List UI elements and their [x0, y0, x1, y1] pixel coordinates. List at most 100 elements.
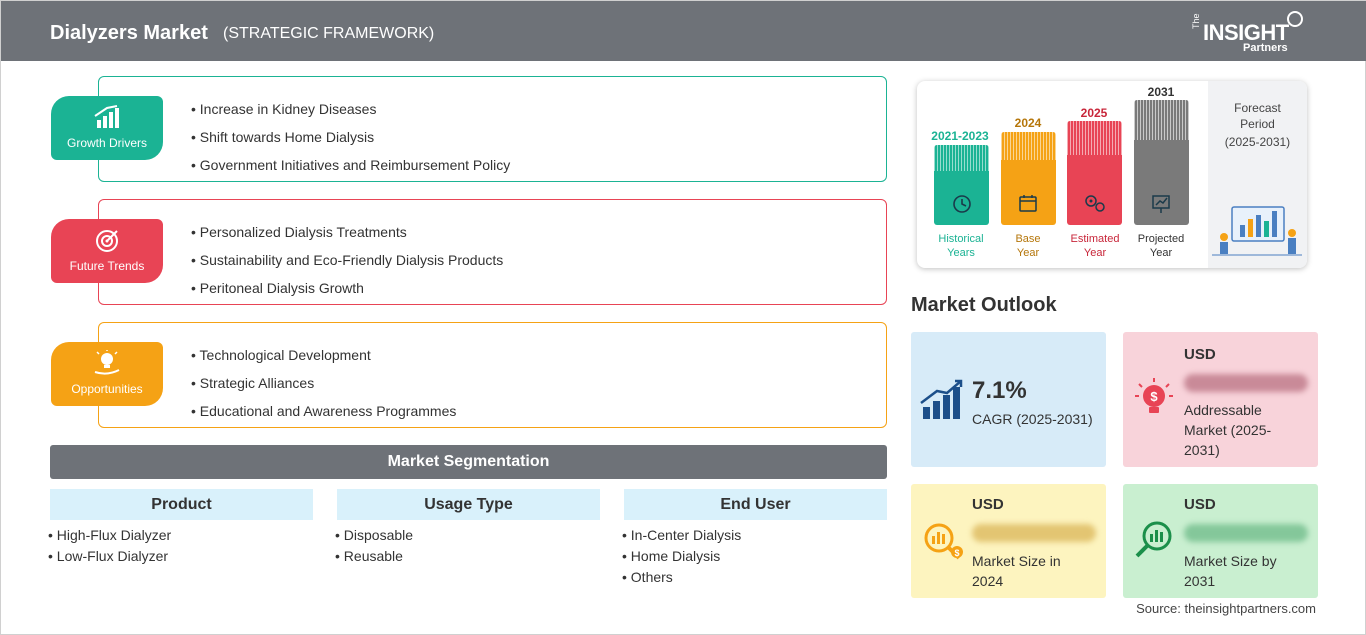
- period-bar: [1067, 121, 1122, 225]
- segment-list-product: High-Flux Dialyzer Low-Flux Dialyzer: [48, 525, 171, 567]
- future-trends-box: Personalized Dialysis Treatments Sustain…: [98, 199, 887, 305]
- future-trends-badge: Future Trends: [51, 219, 163, 283]
- list-item: Disposable: [335, 525, 413, 546]
- segment-header-usage-type: Usage Type: [337, 489, 600, 520]
- caption-line-1: Projected: [1137, 233, 1185, 245]
- dollar-bulb-icon: $: [1135, 378, 1173, 413]
- period-year: 2024: [1014, 116, 1042, 130]
- segment-header-product: Product: [50, 489, 313, 520]
- list-item: Low-Flux Dialyzer: [48, 546, 171, 567]
- caption-line-1: Base: [1015, 233, 1041, 245]
- logo-partners: Partners: [1243, 42, 1288, 54]
- period-caption: Base Year: [993, 232, 1063, 260]
- gears-icon: [1085, 195, 1105, 212]
- caption-line-2: Year: [1083, 247, 1107, 259]
- addressable-label: Addressable Market (2025- 2031): [1184, 400, 1271, 460]
- period-year: 2031: [1147, 85, 1175, 99]
- redacted-value: [1184, 374, 1308, 392]
- segment-list-end-user: In-Center Dialysis Home Dialysis Others: [622, 525, 741, 588]
- future-trends-label: Future Trends: [69, 259, 145, 273]
- label-line: Market Size by: [1184, 553, 1277, 569]
- growth-drivers-badge: Growth Drivers: [51, 96, 163, 160]
- label-line: Addressable: [1184, 402, 1262, 418]
- currency-label: USD: [1184, 496, 1216, 513]
- opportunities-box: Technological Development Strategic Alli…: [98, 322, 887, 428]
- bar-stripes: [1134, 100, 1189, 140]
- label-line: 2024: [972, 573, 1004, 589]
- segmentation-title: Market Segmentation: [50, 445, 887, 479]
- market-outlook-title: Market Outlook: [911, 294, 1057, 316]
- period-caption: Estimated Year: [1060, 232, 1130, 260]
- list-item: Government Initiatives and Reimbursement…: [191, 151, 510, 179]
- period-caption: Projected Year: [1126, 232, 1196, 260]
- period-caption: Historical Years: [926, 232, 996, 260]
- label-line: Market Size in: [972, 553, 1061, 569]
- list-item: Increase in Kidney Diseases: [191, 95, 510, 123]
- bar-stripes: [1001, 132, 1056, 160]
- list-item: High-Flux Dialyzer: [48, 525, 171, 546]
- growth-drivers-list: Increase in Kidney Diseases Shift toward…: [191, 95, 510, 179]
- logo-insight: INSIGHT: [1203, 20, 1289, 45]
- cagr-card: 7.1% CAGR (2025-2031): [911, 332, 1106, 467]
- growth-chart-icon: [94, 105, 119, 128]
- forecast-period-panel: Forecast Period (2025-2031): [1208, 81, 1307, 268]
- logo-the: The: [1191, 13, 1201, 29]
- page-subtitle: (STRATEGIC FRAMEWORK): [223, 25, 435, 42]
- list-item: Peritoneal Dialysis Growth: [191, 274, 503, 302]
- clock-history-icon: [953, 195, 971, 213]
- lightbulb-hand-icon: [94, 350, 120, 375]
- opportunities-list: Technological Development Strategic Alli…: [191, 341, 457, 425]
- caption-line-1: Historical: [938, 233, 984, 245]
- period-bar: [934, 145, 989, 225]
- market-size-2031-label: Market Size by 2031: [1184, 551, 1277, 591]
- opportunities-label: Opportunities: [71, 382, 143, 396]
- logo-bulb-icon: [1287, 11, 1303, 27]
- forecast-label: Forecast: [1234, 101, 1281, 115]
- period-year: 2025: [1080, 106, 1108, 120]
- forecast-period-text: Forecast Period (2025-2031): [1208, 100, 1307, 150]
- period-bar: [1134, 100, 1189, 225]
- bar-growth-icon: [920, 379, 963, 419]
- company-logo[interactable]: The INSIGHT Partners: [1191, 11, 1311, 55]
- currency-label: USD: [972, 496, 1004, 513]
- growth-drivers-label: Growth Drivers: [66, 136, 147, 150]
- market-size-2024-label: Market Size in 2024: [972, 551, 1061, 591]
- source-link[interactable]: Source: theinsightpartners.com: [1136, 601, 1316, 616]
- caption-line-2: Year: [1016, 247, 1040, 259]
- list-item: Shift towards Home Dialysis: [191, 123, 510, 151]
- page-title: Dialyzers Market: [50, 22, 208, 44]
- currency-label: USD: [1184, 346, 1216, 363]
- bar-stripes: [1067, 121, 1122, 155]
- redacted-value: [972, 524, 1096, 542]
- period-label: Period: [1240, 117, 1275, 131]
- list-item: Technological Development: [191, 341, 456, 369]
- bar-stripes: [934, 145, 989, 171]
- analytics-people-icon: [1212, 206, 1302, 256]
- presentation-chart-icon: [1152, 195, 1170, 213]
- magnifier-chart-icon: $: [924, 523, 963, 560]
- list-item: Home Dialysis: [622, 546, 741, 567]
- segment-list-usage-type: Disposable Reusable: [335, 525, 413, 567]
- redacted-value: [1184, 524, 1308, 542]
- list-item: Others: [622, 567, 741, 588]
- cagr-label: CAGR (2025-2031): [972, 411, 1093, 427]
- list-item: Personalized Dialysis Treatments: [191, 218, 503, 246]
- addressable-market-card: $ USD Addressable Market (2025- 2031): [1123, 332, 1318, 467]
- segment-header-end-user: End User: [624, 489, 887, 520]
- header-bar: Dialyzers Market (STRATEGIC FRAMEWORK) T…: [1, 1, 1366, 61]
- period-bar: [1001, 132, 1056, 225]
- list-item: Strategic Alliances: [191, 369, 456, 397]
- list-item: In-Center Dialysis: [622, 525, 741, 546]
- magnifier-bars-icon: [1135, 521, 1172, 558]
- svg-text:$: $: [1150, 389, 1158, 404]
- caption-line-1: Estimated: [1070, 233, 1120, 245]
- market-size-2024-card: $ USD Market Size in 2024: [911, 484, 1106, 598]
- svg-text:$: $: [954, 548, 959, 558]
- list-item: Reusable: [335, 546, 413, 567]
- list-item: Educational and Awareness Programmes: [191, 397, 457, 425]
- market-size-2031-card: USD Market Size by 2031: [1123, 484, 1318, 598]
- growth-drivers-box: Increase in Kidney Diseases Shift toward…: [98, 76, 887, 182]
- caption-line-2: Years: [947, 247, 975, 259]
- cagr-value: 7.1%: [972, 377, 1027, 404]
